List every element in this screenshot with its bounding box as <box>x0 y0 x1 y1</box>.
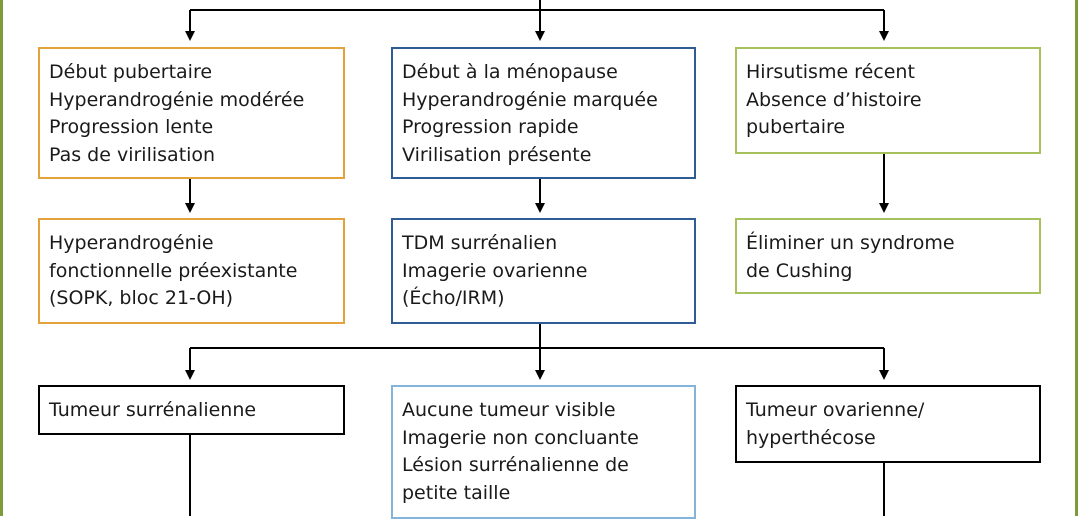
frame-right-border <box>1075 0 1078 516</box>
box-adrenal-tumor: Tumeur surrénalienne <box>38 385 345 435</box>
box-line: Tumeur surrénalienne <box>49 399 257 421</box>
box-line: Imagerie non concluante <box>402 426 639 449</box>
box-line: (SOPK, bloc 21-OH) <box>49 287 234 309</box>
box-line: Progression rapide <box>402 116 579 138</box>
box-line: Lésion surrénalienne de <box>402 454 629 476</box>
box-line: de Cushing <box>746 259 853 282</box>
box-line: Hirsutisme récent <box>746 61 915 83</box>
box-ovarian-tumor: Tumeur ovarienne/ hyperthécose <box>735 385 1041 463</box>
box-puberty-onset: Début pubertaire Hyperandrogénie modérée… <box>38 47 345 179</box>
box-line: Hyperandrogénie modérée <box>49 88 305 111</box>
box-imaging: TDM surrénalien Imagerie ovarienne (Écho… <box>391 218 696 324</box>
box-functional-hyperandrogenism: Hyperandrogénie fonctionnelle préexistan… <box>38 218 345 324</box>
box-line: Aucune tumeur visible <box>402 399 616 421</box>
box-no-visible-tumor: Aucune tumeur visible Imagerie non concl… <box>391 385 696 519</box>
box-line: Pas de virilisation <box>49 143 216 166</box>
box-line: Tumeur ovarienne/ <box>746 399 925 421</box>
box-line: Imagerie ovarienne <box>402 259 588 282</box>
box-line: fonctionnelle préexistante <box>49 259 298 282</box>
frame-left-border <box>0 0 3 516</box>
box-line: petite taille <box>402 481 511 504</box>
box-line: Hyperandrogénie marquée <box>402 88 658 111</box>
box-exclude-cushing: Éliminer un syndrome de Cushing <box>735 218 1041 294</box>
box-line: Hyperandrogénie <box>49 232 214 254</box>
box-line: Éliminer un syndrome <box>746 232 955 254</box>
box-recent-hirsutism: Hirsutisme récent Absence d’histoire pub… <box>735 47 1041 154</box>
box-line: (Écho/IRM) <box>402 287 505 309</box>
box-line: Début pubertaire <box>49 61 213 83</box>
box-menopause-onset: Début à la ménopause Hyperandrogénie mar… <box>391 47 696 179</box>
box-line: Absence d’histoire <box>746 88 922 111</box>
box-line: Progression lente <box>49 116 214 138</box>
box-line: TDM surrénalien <box>402 232 558 254</box>
box-line: pubertaire <box>746 116 846 138</box>
box-line: Début à la ménopause <box>402 61 618 83</box>
box-line: Virilisation présente <box>402 143 592 166</box>
box-line: hyperthécose <box>746 426 876 449</box>
